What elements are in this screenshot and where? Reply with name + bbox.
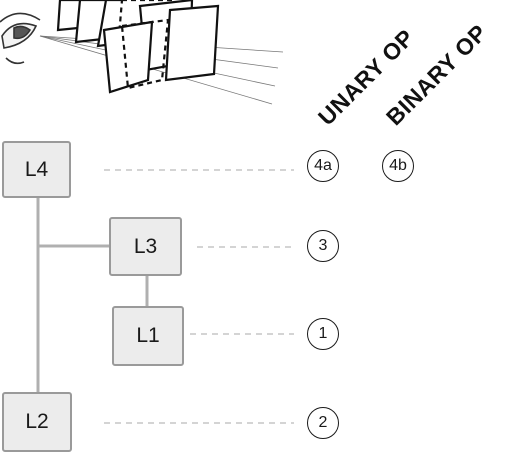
layer-box-l2: L2 [2,392,72,452]
hierarchy-connectors [36,196,149,392]
step-marker-4b: 4b [382,150,414,182]
layer-box-l1: L1 [112,306,184,366]
step-marker-2: 2 [307,407,339,439]
eye-icon [0,12,41,65]
step-marker-1: 1 [307,318,339,350]
layer-box-l4: L4 [2,141,71,198]
layer-box-l3: L3 [109,217,182,276]
step-marker-4a: 4a [307,150,339,182]
dashed-leaders [104,169,294,424]
layer-stack-illustration [56,0,220,94]
step-marker-3: 3 [307,230,339,262]
